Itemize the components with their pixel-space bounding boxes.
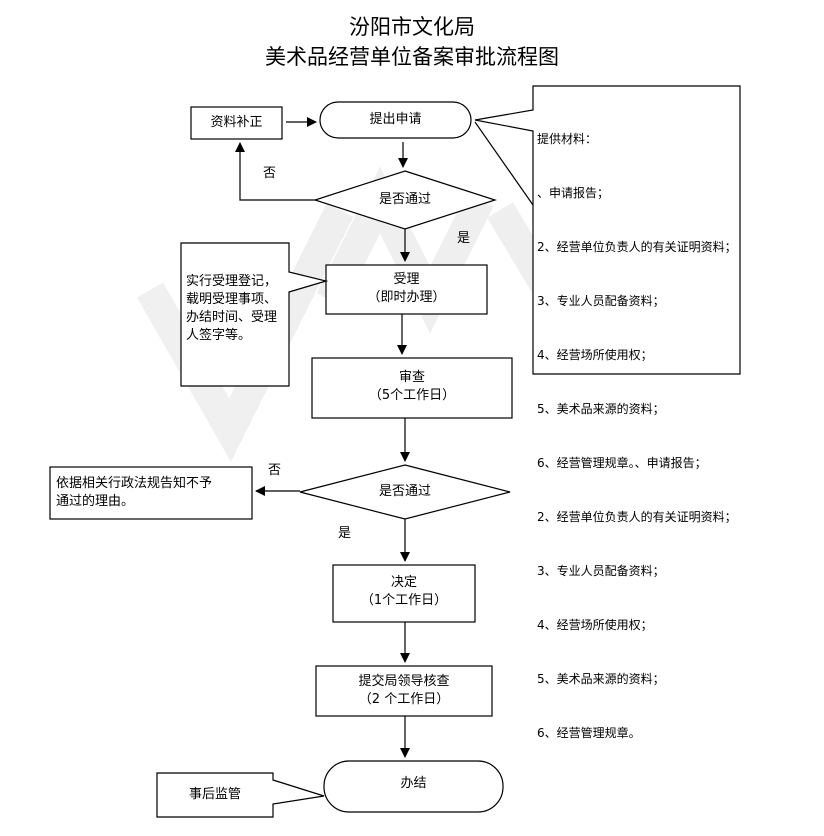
materials-item: 5、美术品来源的资料；	[537, 672, 665, 686]
completion-label: 办结	[400, 776, 427, 791]
leader-check-box	[315, 665, 493, 717]
supplement-box	[190, 106, 283, 140]
materials-item: 6、经营管理规章。	[537, 726, 641, 740]
review-label: 审查 （5个工作日）	[368, 370, 456, 403]
decision2-label: 是否通过	[378, 484, 431, 499]
acceptance-note: 实行受理登记， 载明受理事项、 办结时间、受理 人签字等。	[186, 274, 278, 343]
acceptance-box	[325, 264, 488, 315]
supplement-label: 资料补正	[210, 115, 263, 130]
materials-callout	[474, 85, 741, 375]
materials-item: 5、美术品来源的资料；	[537, 402, 665, 416]
page-title-line1: 汾阳市文化局	[349, 15, 475, 39]
submit-application-label: 提出申请	[369, 112, 422, 127]
decision-label: 决定 （1个工作日）	[360, 575, 448, 608]
materials-item: 6、经营管理规章。、申请报告；	[537, 456, 707, 470]
materials-item: 4、经营场所使用权；	[537, 348, 653, 362]
materials-list: 提供材料： 、申请报告； 2、经营单位负责人的有关证明资料； 3、专业人员配备资…	[537, 94, 742, 760]
reject-reason-text: 依据相关行政法规告知不予 通过的理由。	[56, 476, 213, 509]
supervision-label: 事后监管	[188, 787, 241, 802]
materials-heading: 提供材料：	[537, 132, 598, 146]
supervision-callout	[156, 772, 325, 818]
no-label-1: 否	[263, 166, 277, 181]
reject-reason-box	[49, 466, 253, 520]
materials-item: 4、经营场所使用权；	[537, 618, 653, 632]
page-title-line2: 美术品经营单位备案审批流程图	[265, 45, 559, 69]
decision-box	[332, 564, 476, 623]
materials-item: 3、专业人员配备资料；	[537, 294, 665, 308]
acceptance-note-callout	[180, 242, 329, 387]
completion-terminal	[323, 760, 504, 813]
review-box	[311, 357, 513, 419]
materials-item: 2、经营单位负责人的有关证明资料；	[537, 240, 737, 254]
acceptance-label: 受理 （即时办理）	[367, 272, 446, 305]
yes-label-2: 是	[338, 526, 352, 541]
no-label-2: 否	[268, 463, 282, 478]
materials-item: 3、专业人员配备资料；	[537, 564, 665, 578]
materials-item: 、申请报告；	[537, 186, 610, 200]
leader-check-label: 提交局领导核查 （2 个工作日）	[358, 674, 450, 707]
materials-item: 2、经营单位负责人的有关证明资料；	[537, 510, 737, 524]
submit-application-terminal	[319, 101, 472, 139]
yes-label-1: 是	[457, 231, 471, 246]
decision1-label: 是否通过	[378, 192, 431, 207]
